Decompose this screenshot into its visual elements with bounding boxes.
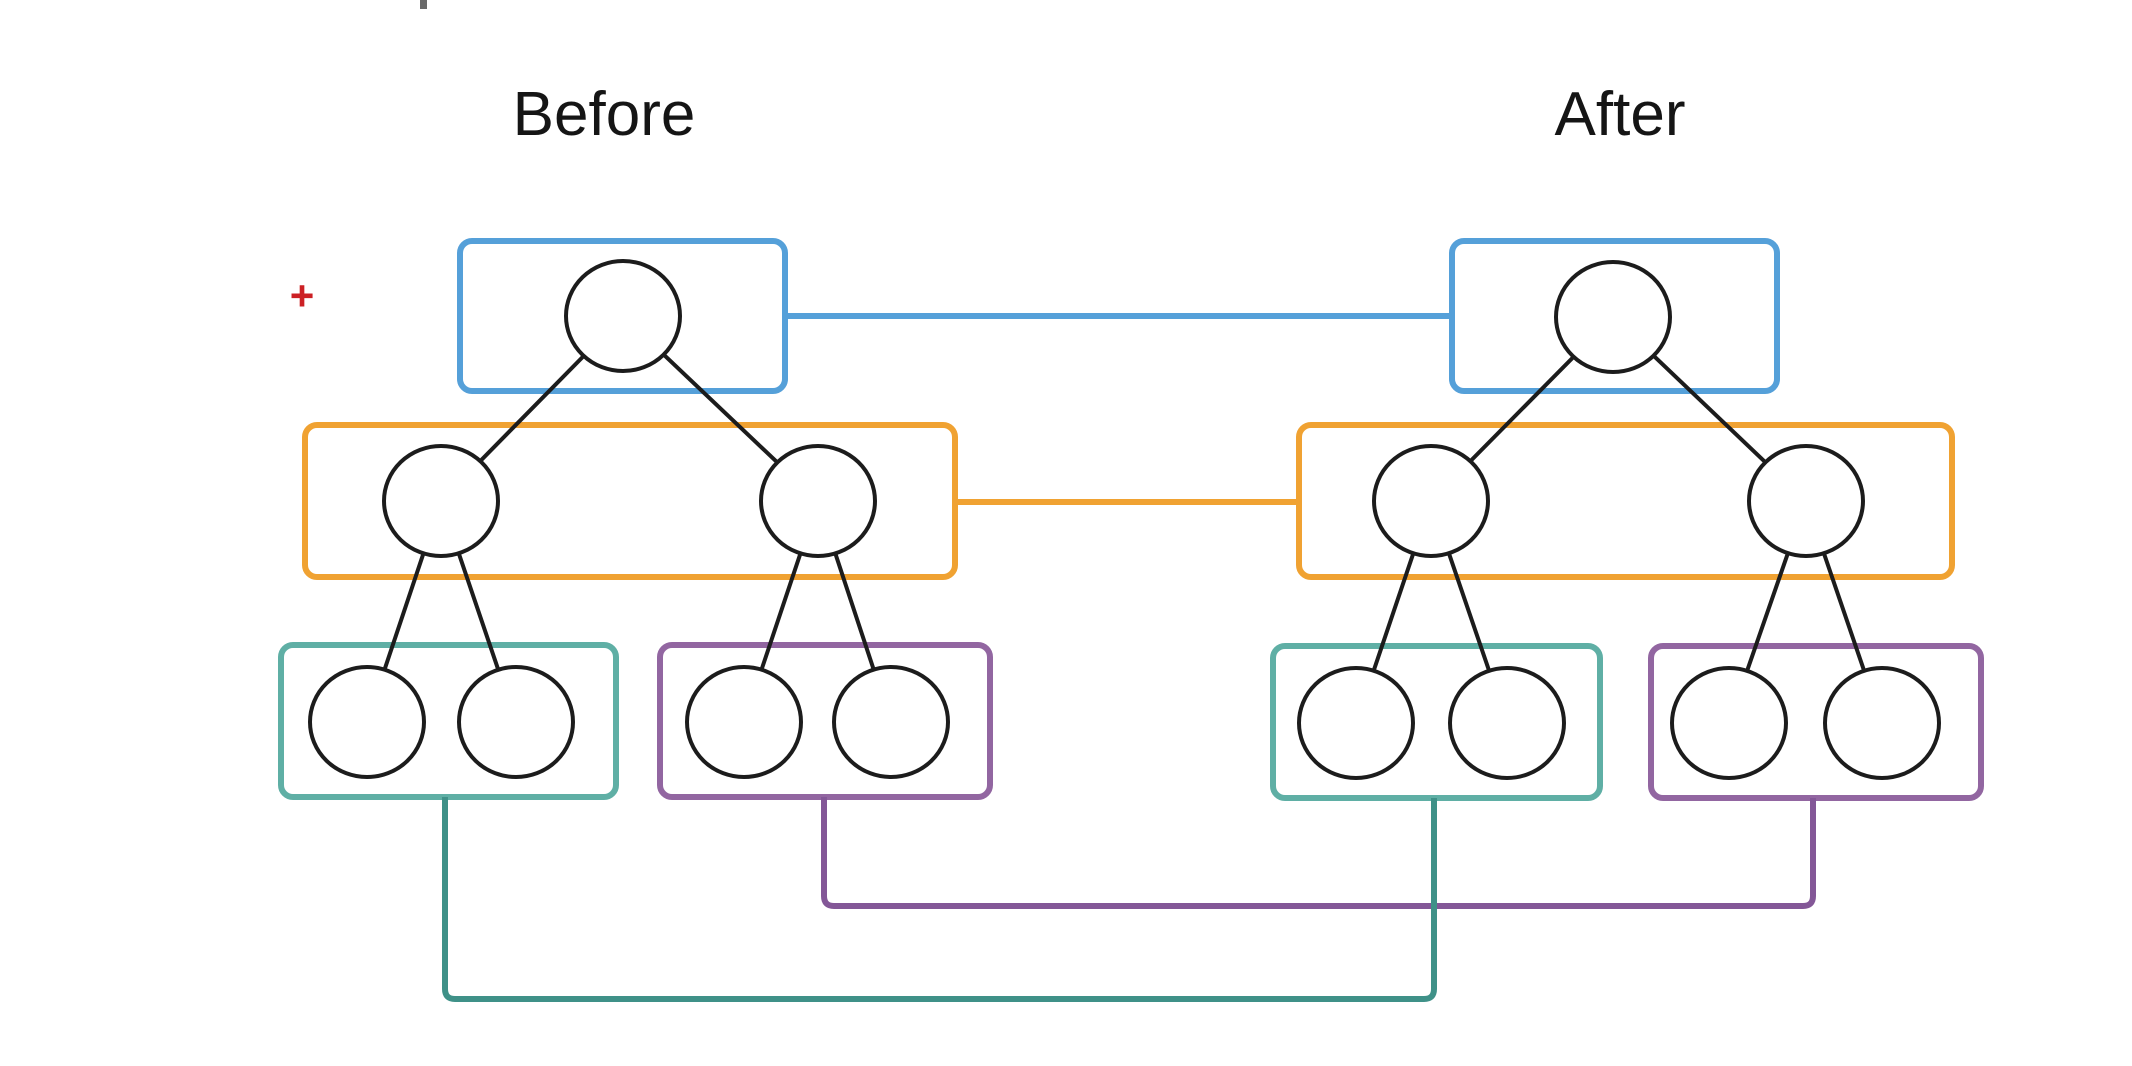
plus-annotation: + xyxy=(289,272,315,319)
before-label: Before xyxy=(512,80,696,149)
before-leaf-2-node xyxy=(457,665,575,779)
after-label: After xyxy=(1554,80,1686,149)
before-mid-right-node xyxy=(759,444,877,558)
after-leaf-3-node xyxy=(1670,666,1788,780)
before-root-node xyxy=(564,259,682,373)
before-leaf-3-node xyxy=(685,665,803,779)
before-mid-left-node xyxy=(382,444,500,558)
after-leaf-2-node xyxy=(1448,666,1566,780)
after-mid-right-node xyxy=(1747,444,1865,558)
after-leaf-1-node xyxy=(1297,666,1415,780)
before-leaf-1-node xyxy=(308,665,426,779)
before-leaf-4-node xyxy=(832,665,950,779)
top-edge-tick xyxy=(420,0,427,9)
after-mid-left-node xyxy=(1372,444,1490,558)
leaf-link-teal xyxy=(442,797,1437,1002)
after-root-node xyxy=(1554,260,1672,374)
before-left-leaves-group-box xyxy=(278,642,619,800)
leaf-link-purple xyxy=(821,797,1816,909)
after-leaf-4-node xyxy=(1823,666,1941,780)
